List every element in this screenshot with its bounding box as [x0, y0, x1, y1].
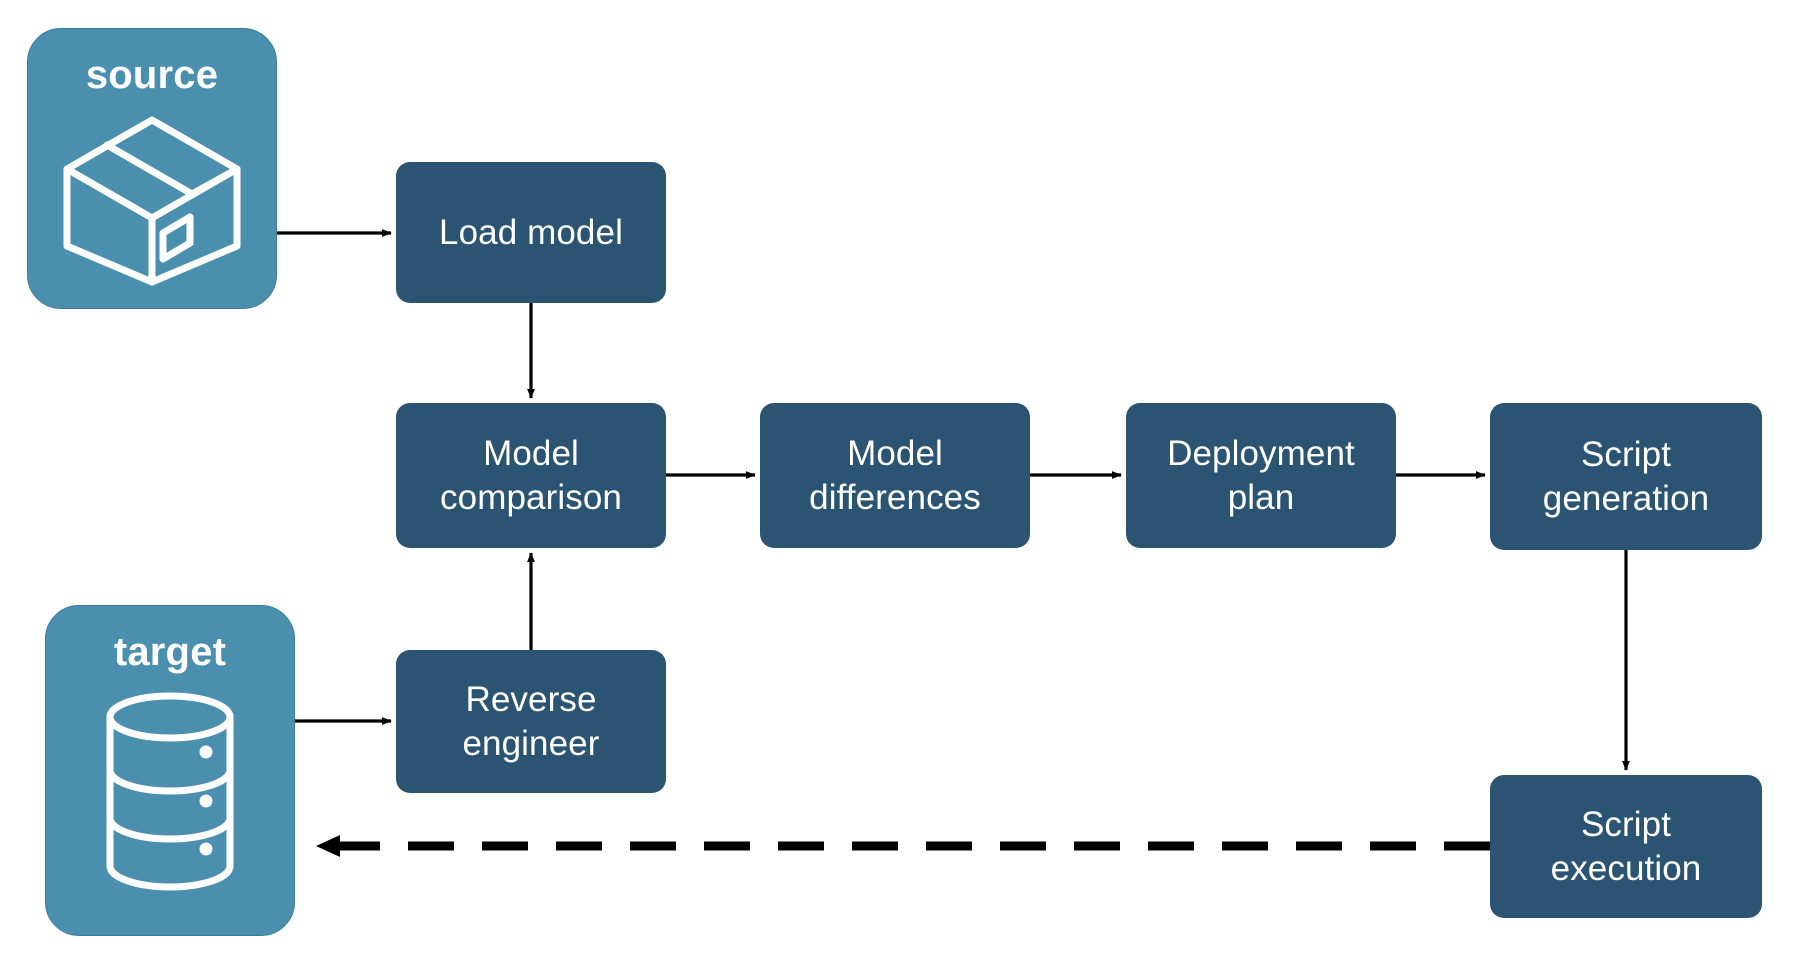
process-script-generation[interactable]: Script generation — [1490, 403, 1762, 550]
endpoint-source[interactable]: source — [27, 28, 277, 309]
process-script-execution-label: Script execution — [1550, 805, 1702, 888]
process-reverse-engineer-label: Reverse engineer — [462, 680, 600, 763]
process-deployment-plan-label: Deployment plan — [1167, 434, 1355, 517]
process-model-comparison-label: Model comparison — [440, 434, 622, 517]
package-box-icon — [59, 112, 245, 295]
process-script-generation-label: Script generation — [1542, 435, 1710, 518]
process-deployment-plan[interactable]: Deployment plan — [1126, 403, 1396, 548]
endpoint-target-label: target — [113, 630, 227, 674]
endpoint-source-label: source — [85, 53, 219, 97]
process-model-differences-label: Model differences — [809, 434, 981, 517]
process-load-model-label: Load model — [439, 212, 623, 252]
process-model-comparison[interactable]: Model comparison — [396, 403, 666, 548]
process-load-model[interactable]: Load model — [396, 162, 666, 303]
process-reverse-engineer[interactable]: Reverse engineer — [396, 650, 666, 793]
endpoint-target[interactable]: target — [45, 605, 295, 936]
database-cylinder-icon — [90, 689, 250, 899]
process-script-execution[interactable]: Script execution — [1490, 775, 1762, 918]
process-model-differences[interactable]: Model differences — [760, 403, 1030, 548]
